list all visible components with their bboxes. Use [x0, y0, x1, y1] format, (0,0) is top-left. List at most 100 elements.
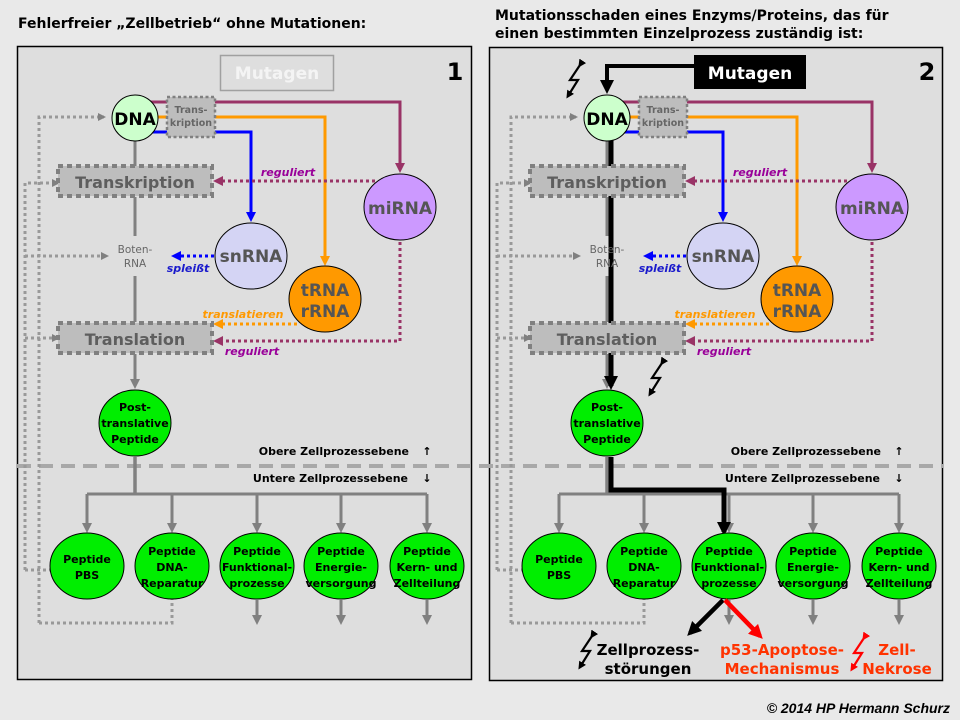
- transcription-label: Transkription: [547, 173, 667, 192]
- peptide-label: Peptide: [63, 553, 111, 566]
- mirna-regulates-translation: [685, 242, 874, 346]
- feedback-to-dna: [509, 113, 578, 623]
- feedback-to-transcription: [495, 179, 532, 570]
- post-translational-label: Post-: [119, 401, 151, 414]
- copyright: © 2014 HP Hermann Schurz: [767, 700, 950, 716]
- messenger-rna-label: Boten-: [118, 244, 153, 256]
- mirna-regulates-translation: [213, 242, 402, 346]
- translation-box[interactable]: [528, 321, 686, 355]
- necrosis-label: Nekrose: [862, 660, 932, 678]
- up-arrow-icon: ↑: [894, 445, 903, 458]
- post-translational-label: Peptide: [111, 433, 159, 446]
- transcription-box[interactable]: [528, 164, 686, 198]
- peptide-label: Peptide: [403, 545, 451, 558]
- snrna-label: snRNA: [220, 247, 284, 267]
- peptide-pbs-node[interactable]: [521, 532, 597, 600]
- peptide-label: PBS: [75, 569, 99, 582]
- mirna-node[interactable]: [835, 173, 909, 241]
- lower-level-label: Untere Zellprozessebene: [253, 472, 408, 485]
- trna-label: tRNA: [301, 281, 350, 301]
- dna-node[interactable]: [583, 94, 631, 142]
- trna-rrna-node[interactable]: [288, 265, 362, 333]
- peptide-label: Zellteilung: [394, 577, 461, 590]
- lightning-disruption-icon: [578, 629, 599, 670]
- post-translational-label: Post-: [591, 401, 623, 414]
- peptide-division-node[interactable]: [861, 532, 937, 600]
- panel-1: 1Mutagenreguliertspleißttranslatierenreg…: [23, 54, 465, 625]
- peptide-label: Kern- und: [869, 561, 930, 574]
- disruption-label: störungen: [605, 660, 692, 678]
- mutagen-label: Mutagen: [708, 64, 792, 84]
- peptide-label: Peptide: [875, 545, 923, 558]
- apoptosis-label: p53-Apoptose-: [720, 641, 844, 659]
- peptide-label: Reparatur: [613, 577, 676, 590]
- regulates-label: reguliert: [225, 345, 280, 358]
- feedback-from-repair: [39, 598, 174, 625]
- panel-2: 2Mutagenreguliertspleißttranslatierenreg…: [495, 55, 937, 678]
- regulates-label: reguliert: [733, 166, 788, 179]
- peptide-label: versorgung: [778, 577, 849, 590]
- messenger-rna-label: RNA: [596, 258, 619, 270]
- apoptosis-label: Mechanismus: [725, 660, 840, 678]
- dna-node[interactable]: [111, 94, 159, 142]
- transcription-small-box[interactable]: [165, 95, 217, 139]
- translation-box[interactable]: [56, 321, 214, 355]
- mutagen-box[interactable]: [694, 55, 806, 89]
- mutagen-label: Mutagen: [235, 64, 319, 84]
- messenger-rna-label: Boten-: [590, 244, 625, 256]
- peptide-dna-repair-node[interactable]: [134, 532, 210, 600]
- trna-rrna-node[interactable]: [760, 265, 834, 333]
- translate-label: translatieren: [675, 308, 756, 321]
- snrna-node[interactable]: [686, 222, 760, 290]
- rrna-label: rRNA: [301, 302, 351, 322]
- lower-level-label: Untere Zellprozessebene: [725, 472, 880, 485]
- peptide-energy-node[interactable]: [775, 532, 851, 600]
- mirna-label: miRNA: [840, 199, 905, 219]
- messenger-rna-label: RNA: [124, 258, 147, 270]
- peptide-functional-node[interactable]: [691, 532, 767, 600]
- mirna-node[interactable]: [363, 173, 437, 241]
- post-translational-node[interactable]: [98, 389, 172, 457]
- mutagen-box[interactable]: [219, 54, 335, 92]
- disruption-arrow: [687, 598, 725, 636]
- peptide-label: Reparatur: [141, 577, 204, 590]
- transcription-small-box[interactable]: [637, 95, 689, 139]
- feedback-to-transcription: [23, 179, 60, 570]
- peptide-energy-node[interactable]: [303, 532, 379, 600]
- peptide-pbs-node[interactable]: [49, 532, 125, 600]
- regulates-label: reguliert: [261, 166, 316, 179]
- snrna-node[interactable]: [214, 222, 288, 290]
- peptide-division-node[interactable]: [389, 532, 465, 600]
- splices-label: spleißt: [167, 262, 210, 275]
- transcription-label: Transkription: [75, 173, 195, 192]
- peptide-label: Energie-: [787, 561, 839, 574]
- transcription-small-label: Trans-: [647, 105, 680, 116]
- peptide-functional-node[interactable]: [219, 532, 295, 600]
- peptide-label: Peptide: [148, 545, 196, 558]
- transcription-small-label: kription: [642, 118, 684, 129]
- feedback-from-repair: [511, 598, 646, 625]
- peptide-label: Peptide: [705, 545, 753, 558]
- post-translational-label: translative: [573, 417, 640, 430]
- panel-2-heading-line-2: einen bestimmten Einzelprozess zuständig…: [495, 26, 863, 42]
- translation-label: Translation: [85, 330, 186, 349]
- feedback-to-dna: [37, 113, 106, 623]
- post-translational-label: translative: [101, 417, 168, 430]
- peptide-label: Funktional-: [694, 561, 764, 574]
- damage-path-lower: [608, 457, 731, 536]
- lightning-dna-icon: [566, 58, 587, 99]
- trna-label: tRNA: [773, 281, 822, 301]
- post-translational-node[interactable]: [570, 389, 644, 457]
- peptide-label: Peptide: [535, 553, 583, 566]
- rrna-label: rRNA: [773, 302, 823, 322]
- peptide-label: Funktional-: [222, 561, 292, 574]
- panel-1-heading: Fehlerfreier „Zellbetrieb“ ohne Mutation…: [18, 16, 366, 32]
- peptide-label: Energie-: [315, 561, 367, 574]
- peptide-label: Peptide: [317, 545, 365, 558]
- peptide-dna-repair-node[interactable]: [606, 532, 682, 600]
- transcription-box[interactable]: [56, 164, 214, 198]
- translate-label: translatieren: [203, 308, 284, 321]
- peptide-label: Peptide: [620, 545, 668, 558]
- transcription-small-label: Trans-: [175, 105, 208, 116]
